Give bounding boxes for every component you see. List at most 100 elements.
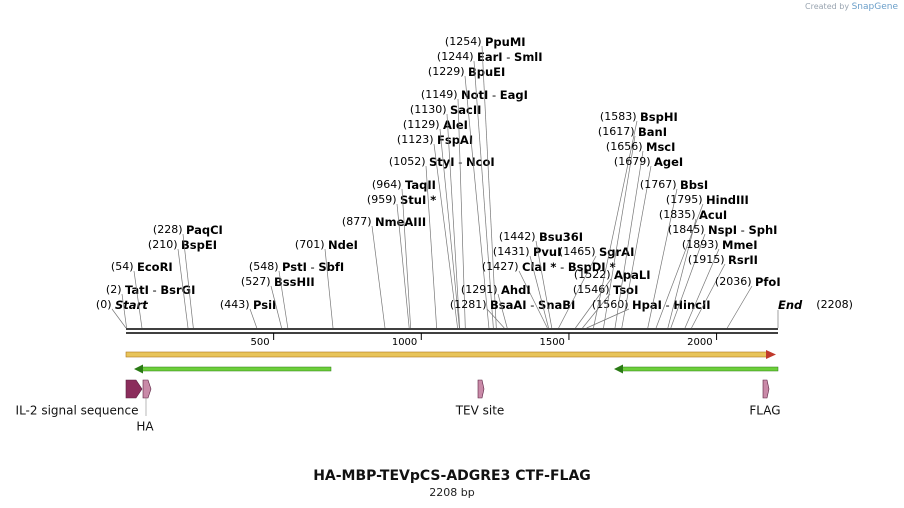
restriction-site: (964) TaqII <box>372 178 436 329</box>
snapgene-logo: SnapGene <box>851 2 898 12</box>
svg-text:(0) Start: (0) Start <box>96 298 148 312</box>
site-position: (2208) <box>816 298 853 311</box>
primer-feature <box>614 364 779 374</box>
tick-label: 500 <box>251 337 270 348</box>
restriction-site: (54) EcoRI <box>111 260 173 329</box>
svg-text:(1427) ClaI * - BspDI *: (1427) ClaI * - BspDI * <box>482 260 616 274</box>
restriction-site: (0) Start <box>96 298 148 329</box>
snapgene-credit: Created by SnapGene <box>805 2 898 12</box>
site-name-2: EagI <box>500 88 528 102</box>
site-connector <box>457 98 466 329</box>
restriction-site: (1893) MmeI <box>682 238 758 329</box>
site-connector <box>473 60 494 329</box>
restriction-site: (2036) PfoI <box>715 275 781 329</box>
site-connector <box>603 135 636 329</box>
site-name: ClaI * <box>522 260 556 274</box>
site-position: (548) <box>249 260 282 273</box>
axis-tick: 500 <box>251 333 275 348</box>
restriction-site: (1546) TsoI <box>573 283 638 329</box>
restriction-site: (1229) BpuEI <box>428 65 505 329</box>
site-connector <box>621 165 652 329</box>
site-name: BssHII <box>274 275 315 289</box>
restriction-site: (1767) BbsI <box>640 178 708 329</box>
site-connector <box>433 143 458 329</box>
site-name: MmeI <box>722 238 758 252</box>
site-position: (1442) <box>499 230 539 243</box>
svg-text:(1130) SacII: (1130) SacII <box>410 103 482 117</box>
signal-sequence-feature: IL-2 signal sequence <box>16 379 143 418</box>
site-position: (228) <box>153 223 186 236</box>
site-position: (1767) <box>640 178 680 191</box>
svg-text:(1679) AgeI: (1679) AgeI <box>614 155 683 169</box>
site-connector <box>535 240 553 329</box>
site-connector <box>111 308 127 329</box>
site-connector <box>575 278 612 329</box>
site-name: PpuMI <box>485 35 526 49</box>
restriction-site: (1427) ClaI * - BspDI * <box>482 260 616 329</box>
site-name: AhdI <box>501 283 531 297</box>
site-name: MscI <box>646 140 675 154</box>
svg-text:(228) PaqCI: (228) PaqCI <box>153 223 223 237</box>
site-connector <box>691 263 726 329</box>
site-connector <box>647 188 678 329</box>
site-connector <box>439 128 460 329</box>
feature-label: HA <box>136 420 154 434</box>
svg-text:(1583) BspHI: (1583) BspHI <box>600 110 678 124</box>
site-name-2: NcoI <box>466 155 495 169</box>
site-name: PstI <box>282 260 307 274</box>
site-name-2: BspDI * <box>568 260 616 274</box>
site-name-2: SphI <box>748 223 777 237</box>
svg-text:(1431) PvuI: (1431) PvuI <box>493 245 561 259</box>
restriction-site: (1431) PvuI <box>493 245 561 329</box>
site-position: (1617) <box>598 125 638 138</box>
site-connector <box>586 308 630 329</box>
site-connector <box>401 188 412 329</box>
site-position: (2) <box>106 283 125 296</box>
restriction-site: (1465) SgrAI <box>558 245 634 329</box>
flag-feature: FLAG <box>749 379 781 418</box>
site-position: (1229) <box>428 65 468 78</box>
site-position: (1583) <box>600 110 640 123</box>
site-connector <box>614 150 644 329</box>
site-position: (527) <box>241 275 274 288</box>
feature-label: FLAG <box>749 404 780 418</box>
svg-text:(964) TaqII: (964) TaqII <box>372 178 436 192</box>
site-name: BsaAI <box>490 298 527 312</box>
site-connector <box>121 293 127 329</box>
credit-text: Created by <box>805 2 850 11</box>
svg-text:(701) NdeI: (701) NdeI <box>295 238 358 252</box>
site-connector <box>667 218 697 329</box>
site-name: BspHI <box>640 110 678 124</box>
restriction-site: (959) StuI * <box>367 193 436 329</box>
site-connector <box>371 225 386 329</box>
site-position: (1546) <box>573 283 613 296</box>
restriction-site: End(2208) <box>777 298 853 328</box>
site-connector <box>446 113 461 329</box>
site-name: NmeAIII <box>375 215 426 229</box>
site-name: TaqII <box>405 178 436 192</box>
site-connector <box>486 308 505 329</box>
site-position: (1129) <box>403 118 443 131</box>
restriction-site: (443) PsiI <box>220 298 276 329</box>
site-position: (210) <box>148 238 181 251</box>
site-name-2: SnaBI <box>538 298 575 312</box>
svg-text:(877) NmeAIII: (877) NmeAIII <box>342 215 426 229</box>
axis-tick: 1500 <box>539 333 570 348</box>
site-name: TsoI <box>613 283 638 297</box>
site-connector <box>481 45 497 329</box>
site-name-2: SmlI <box>514 50 543 64</box>
svg-text:(1244) EarI - SmlI: (1244) EarI - SmlI <box>437 50 543 64</box>
site-name: Bsu36I <box>539 230 583 244</box>
restriction-site: (1254) PpuMI <box>445 35 526 329</box>
site-name: StuI * <box>400 193 436 207</box>
site-position: (1291) <box>461 283 501 296</box>
site-position: (54) <box>111 260 137 273</box>
svg-text:(1281) BsaAI - SnaBI: (1281) BsaAI - SnaBI <box>450 298 575 312</box>
orf-feature <box>125 350 776 359</box>
site-position: (1795) <box>666 193 706 206</box>
primer-feature <box>134 364 332 374</box>
site-name: FspAI <box>437 133 473 147</box>
tick-label: 1500 <box>539 337 564 348</box>
site-connector <box>593 120 638 329</box>
svg-text:(1123) FspAI: (1123) FspAI <box>397 133 473 147</box>
